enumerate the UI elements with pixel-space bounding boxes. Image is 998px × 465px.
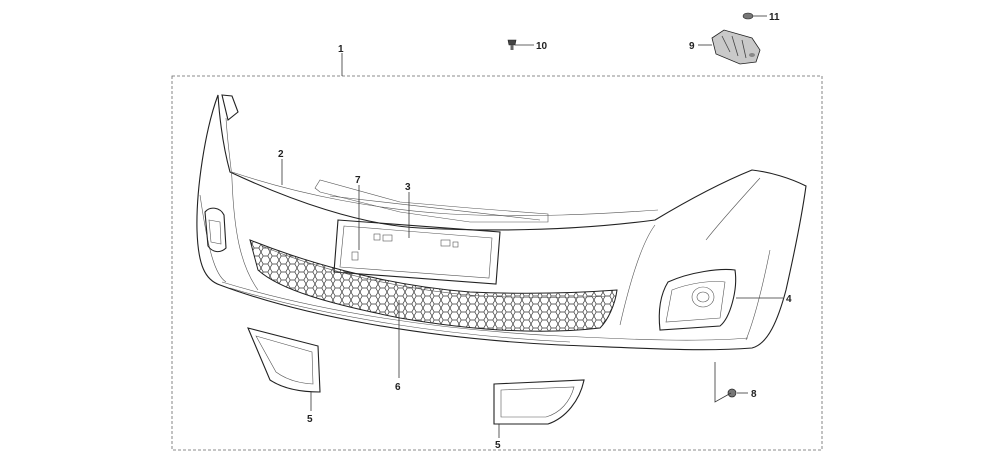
callout-2: 2	[278, 149, 284, 160]
push-clip-part	[742, 12, 754, 20]
bumper-cover	[196, 94, 807, 351]
callout-4: 4	[786, 294, 792, 305]
leader-lines	[281, 15, 783, 438]
callout-9: 9	[689, 41, 695, 52]
callout-5-right: 5	[495, 440, 501, 451]
callout-1: 1	[338, 44, 344, 55]
callout-10: 10	[536, 41, 548, 52]
fog-lamp-bezel-right	[493, 379, 585, 425]
upper-grille	[314, 179, 549, 223]
callout-6: 6	[395, 382, 401, 393]
clip-part	[351, 251, 359, 261]
callout-8: 8	[751, 389, 757, 400]
lower-grille-mesh	[249, 239, 618, 332]
license-plate-bracket	[333, 219, 501, 285]
callout-3: 3	[405, 182, 411, 193]
nut-part	[727, 388, 737, 398]
callout-5-left: 5	[307, 414, 313, 425]
callout-11: 11	[769, 12, 780, 23]
screw-part	[507, 39, 517, 50]
mounting-bracket-part	[711, 29, 761, 65]
callout-7: 7	[355, 175, 361, 186]
assembly-boundary	[171, 75, 823, 451]
fog-lamp-bezel-left	[247, 327, 321, 393]
